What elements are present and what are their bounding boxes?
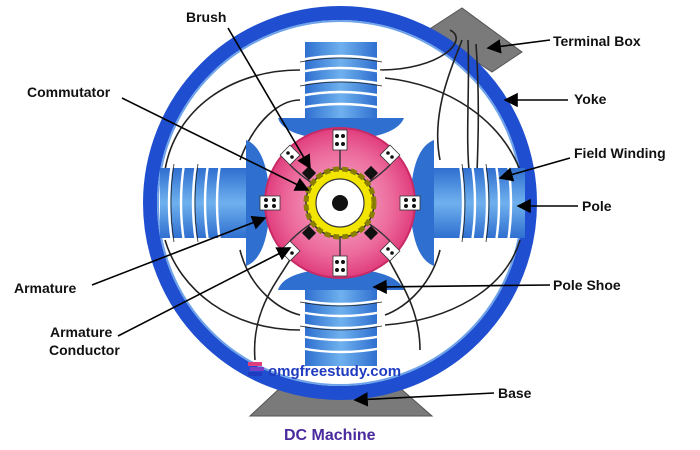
field-winding-wires [164,29,521,361]
books-icon [248,362,264,376]
diagram-caption: DC Machine [284,427,376,444]
label-commutator: Commutator [27,84,111,100]
watermark: omgfreestudy.com [248,362,401,380]
label-base: Base [498,385,532,401]
label-terminal-box: Terminal Box [553,33,641,49]
label-armature: Armature [14,280,76,296]
leader-terminal-box [486,39,551,54]
label-armature-conductor-1: Armature [50,324,112,340]
leader-base [353,392,495,407]
label-yoke: Yoke [574,91,607,107]
commutator [303,166,377,240]
field-winding-coils [167,54,513,354]
label-pole: Pole [582,198,612,214]
shaft [332,195,348,211]
brushes [301,165,379,241]
label-armature-conductor-2: Conductor [49,342,120,358]
leader-armature-conductor [117,247,292,337]
label-field-winding: Field Winding [574,145,666,161]
leader-armature [91,215,267,286]
leader-pole-shoe [372,279,551,295]
leader-field-winding [498,157,571,182]
leader-commutator [121,97,310,191]
label-pole-shoe: Pole Shoe [553,277,621,293]
leader-brush [227,27,311,170]
label-brush: Brush [186,9,226,25]
watermark-text: omgfreestudy.com [268,363,401,380]
